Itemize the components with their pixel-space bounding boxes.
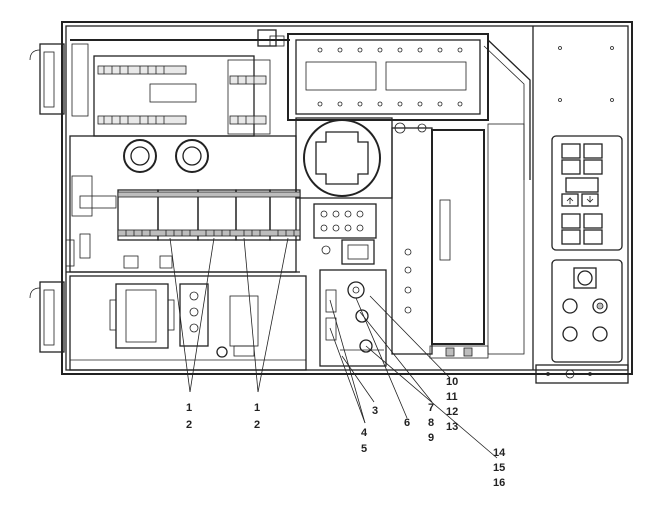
component-column (319, 269, 387, 367)
leader-lines (169, 237, 498, 459)
callout-11: 11 (446, 391, 458, 403)
callout-1-right: 1 (254, 402, 260, 414)
top-relay-strip (97, 65, 267, 125)
callout-3: 3 (372, 405, 378, 417)
middle-plate (66, 135, 300, 273)
callout-9: 9 (428, 432, 434, 444)
callout-5: 5 (361, 443, 367, 455)
heatsink (391, 122, 525, 359)
side-control-panel (551, 135, 623, 251)
terminal-block (313, 203, 377, 265)
round-connectors (123, 139, 209, 173)
callout-15: 15 (493, 462, 505, 474)
callout-8: 8 (428, 417, 434, 429)
callout-16: 16 (493, 477, 505, 489)
callout-labels: 1 2 1 2 3 4 5 6 7 8 9 10 11 12 13 14 15 … (186, 376, 506, 489)
upper-vent-box (287, 33, 531, 180)
cabinet-outline (61, 21, 633, 384)
callout-7: 7 (428, 402, 434, 414)
callout-4: 4 (361, 427, 368, 439)
callout-2-right: 2 (254, 419, 260, 431)
middle-relay-row (117, 189, 301, 269)
lower-compartment (69, 275, 307, 371)
down-arrow-icon (586, 196, 594, 203)
side-connector-panel (551, 46, 623, 363)
callout-6: 6 (404, 417, 410, 429)
door-hinges (29, 43, 75, 353)
callout-10: 10 (446, 376, 458, 388)
callout-12: 12 (446, 406, 458, 418)
up-arrow-icon (566, 197, 574, 204)
callout-2-left: 2 (186, 419, 192, 431)
callout-1-left: 1 (186, 402, 192, 414)
cooling-fan (295, 117, 393, 199)
callout-14: 14 (493, 447, 506, 459)
callout-13: 13 (446, 421, 458, 433)
